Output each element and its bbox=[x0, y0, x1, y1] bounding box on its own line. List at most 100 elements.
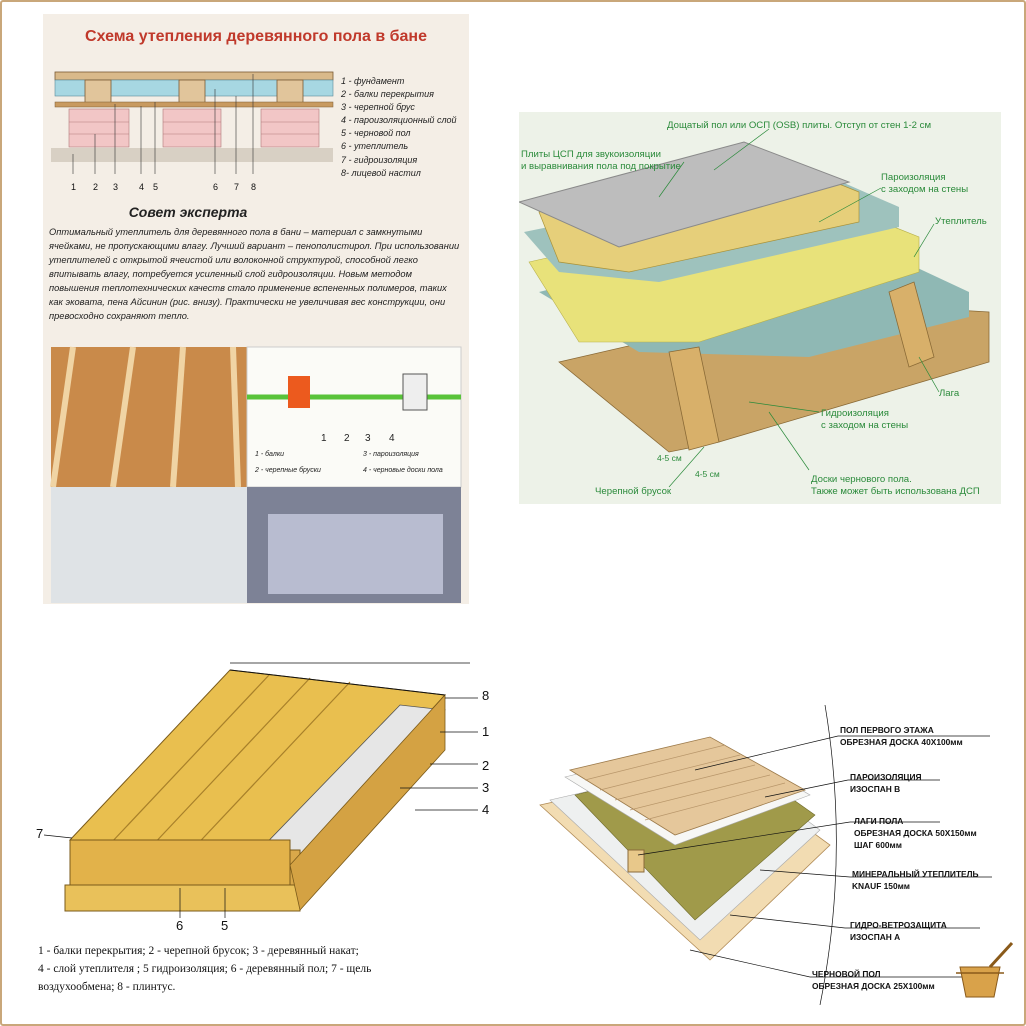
legend-item: 8- лицевой настил bbox=[341, 167, 421, 178]
photo-beams bbox=[51, 347, 247, 487]
cross-section-drawing bbox=[50, 71, 462, 603]
label-first-floor: ПОЛ ПЕРВОГО ЭТАЖА ОБРЕЗНАЯ ДОСКА 40Х100м… bbox=[840, 724, 963, 748]
beam-2 bbox=[178, 79, 206, 107]
foundation-bricks bbox=[68, 108, 320, 148]
detail-legend-item: 2 - черепные бруски bbox=[255, 467, 321, 474]
skull-bar bbox=[668, 346, 720, 451]
leader-lines bbox=[72, 74, 254, 174]
face-deck bbox=[54, 71, 334, 81]
label-csp: и выравнивания пола под покрытие bbox=[521, 161, 681, 172]
label-line: МИНЕРАЛЬНЫЙ УТЕПЛИТЕЛЬ bbox=[852, 869, 979, 879]
detail-legend-item: 3 - пароизоляция bbox=[363, 451, 419, 458]
csp-slab bbox=[519, 141, 851, 248]
number-label: 8 bbox=[251, 182, 257, 192]
number-label: 6 bbox=[213, 182, 219, 192]
label-mineral-insulation: МИНЕРАЛЬНЫЙ УТЕПЛИТЕЛЬ KNAUF 150мм bbox=[852, 868, 979, 892]
label-rough-floor: Также может быть использована ДСП bbox=[811, 486, 980, 497]
caption-line: воздухообмена; 8 - плинтус. bbox=[38, 981, 176, 993]
label-line: ОБРЕЗНАЯ ДОСКА 50Х150мм bbox=[854, 828, 977, 838]
layers-3d-drawing bbox=[539, 705, 1014, 1005]
beam-grey bbox=[402, 373, 428, 411]
label-line: KNAUF 150мм bbox=[852, 881, 910, 891]
label-vapor: с заходом на стены bbox=[881, 184, 969, 195]
label-hydro-windproof: ГИДРО-ВЕТРОЗАЩИТА ИЗОСПАН А bbox=[850, 919, 947, 943]
leader-lines bbox=[658, 128, 940, 488]
callout-number: 7 bbox=[36, 826, 44, 841]
caption-line: 4 - слой утеплителя ; 5 гидроизоляция; 6… bbox=[38, 963, 372, 975]
plinth-line bbox=[229, 669, 446, 696]
label-vapor: Пароизоляция bbox=[881, 172, 946, 183]
drawing-beam-detail bbox=[246, 346, 462, 488]
label-insulation: Утеплитель bbox=[935, 216, 987, 227]
soil bbox=[51, 148, 333, 162]
section-caption: 1 - балки перекрытия; 2 - черепной брусо… bbox=[38, 942, 478, 996]
callout-number: 8 bbox=[482, 688, 490, 703]
label-line: ЧЕРНОВОЙ ПОЛ bbox=[812, 969, 881, 979]
label-line: ИЗОСПАН В bbox=[850, 784, 901, 794]
detail-legend-item: 4 - черновые доски пола bbox=[363, 467, 443, 474]
panel-floor-section: 8 1 2 3 4 7 6 5 1 - балки перекрытия; 2 … bbox=[30, 660, 500, 1000]
label-hydro: Гидроизоляция bbox=[821, 408, 889, 419]
callout-number: 3 bbox=[482, 780, 490, 795]
panel-first-floor-layers: ПОЛ ПЕРВОГО ЭТАЖА ОБРЕЗНАЯ ДОСКА 40Х100м… bbox=[520, 705, 1020, 1005]
label-csp: Плиты ЦСП для звукоизоляции bbox=[521, 149, 661, 160]
scheme-title: Схема утепления деревянного пола в бане bbox=[85, 28, 427, 45]
label-skull-bar: Черепной брусок bbox=[595, 486, 672, 497]
detail-number: 3 bbox=[365, 433, 371, 444]
label-rough-floor: Доски чернового пола. bbox=[811, 474, 912, 485]
lag-end bbox=[627, 849, 645, 873]
advice-title: Совет эксперта bbox=[128, 204, 248, 220]
detail-number: 4 bbox=[389, 433, 395, 444]
number-label: 5 bbox=[153, 182, 159, 192]
caption-line: 1 - балки перекрытия; 2 - черепной брусо… bbox=[38, 945, 359, 957]
callout-number: 5 bbox=[221, 918, 229, 933]
photo-foam-fill bbox=[268, 514, 443, 594]
legend-item: 1 - фундамент bbox=[341, 76, 405, 86]
label-floor-lags: ЛАГИ ПОЛА ОБРЕЗНАЯ ДОСКА 50Х150мм ШАГ 60… bbox=[854, 815, 977, 851]
section-drawing bbox=[43, 662, 478, 918]
leader-lines bbox=[43, 697, 478, 918]
label-vapor-barrier: ПАРОИЗОЛЯЦИЯ ИЗОСПАН В bbox=[850, 771, 922, 795]
photo-ecowool bbox=[51, 487, 247, 603]
panel-floor-scheme: Схема утепления деревянного пола в бане bbox=[43, 14, 469, 604]
rough-floor bbox=[54, 101, 334, 108]
number-label: 4 bbox=[139, 182, 145, 192]
number-label: 3 bbox=[113, 182, 119, 192]
lag-beam bbox=[888, 281, 935, 368]
detail-number: 2 bbox=[344, 433, 350, 444]
label-line: ГИДРО-ВЕТРОЗАЩИТА bbox=[850, 920, 947, 930]
front-face bbox=[69, 839, 291, 886]
legend-item: 5 - черновой пол bbox=[341, 128, 411, 139]
label-line: ОБРЕЗНАЯ ДОСКА 25Х100мм bbox=[812, 981, 935, 991]
advice-text: Оптимальный утеплитель для деревянного п… bbox=[49, 227, 460, 321]
board-seams bbox=[584, 744, 786, 821]
leader-lines bbox=[637, 735, 992, 978]
callout-number: 2 bbox=[482, 758, 490, 773]
label-top-floor: Дощатый пол или ОСП (OSB) плиты. Отступ … bbox=[667, 120, 932, 131]
panel-floor-layers-3d: Дощатый пол или ОСП (OSB) плиты. Отступ … bbox=[519, 112, 1001, 504]
beam-3 bbox=[276, 79, 304, 107]
legend-item: 7 - гидроизоляция bbox=[341, 154, 418, 165]
photo-beam-strips bbox=[50, 346, 241, 488]
label-line: ОБРЕЗНАЯ ДОСКА 40Х100мм bbox=[840, 737, 963, 747]
legend-item: 4 - пароизоляционный слой bbox=[341, 115, 457, 126]
legend-item: 6 - утеплитель bbox=[341, 141, 409, 152]
label-rough-floor: ЧЕРНОВОЙ ПОЛ ОБРЕЗНАЯ ДОСКА 25Х100мм bbox=[812, 968, 935, 992]
beam-orange bbox=[288, 376, 310, 408]
label-line: ПОЛ ПЕРВОГО ЭТАЖА bbox=[840, 725, 934, 735]
detail-legend-item: 1 - балки bbox=[255, 451, 285, 458]
number-label: 7 bbox=[234, 182, 240, 192]
number-label: 1 bbox=[71, 182, 77, 192]
callout-number: 6 bbox=[176, 918, 184, 933]
layers-illustration bbox=[519, 128, 990, 488]
label-hydro: с заходом на стены bbox=[821, 420, 909, 431]
number-label: 2 bbox=[93, 182, 99, 192]
label-line: ШАГ 600мм bbox=[854, 840, 902, 850]
label-line: ЛАГИ ПОЛА bbox=[854, 816, 904, 826]
callout-number: 4 bbox=[482, 802, 490, 817]
callout-number: 1 bbox=[482, 724, 490, 739]
bucket-logo bbox=[956, 941, 1014, 998]
label-line: ИЗОСПАН А bbox=[850, 932, 901, 942]
label-dimension: 4-5 см bbox=[695, 469, 720, 479]
